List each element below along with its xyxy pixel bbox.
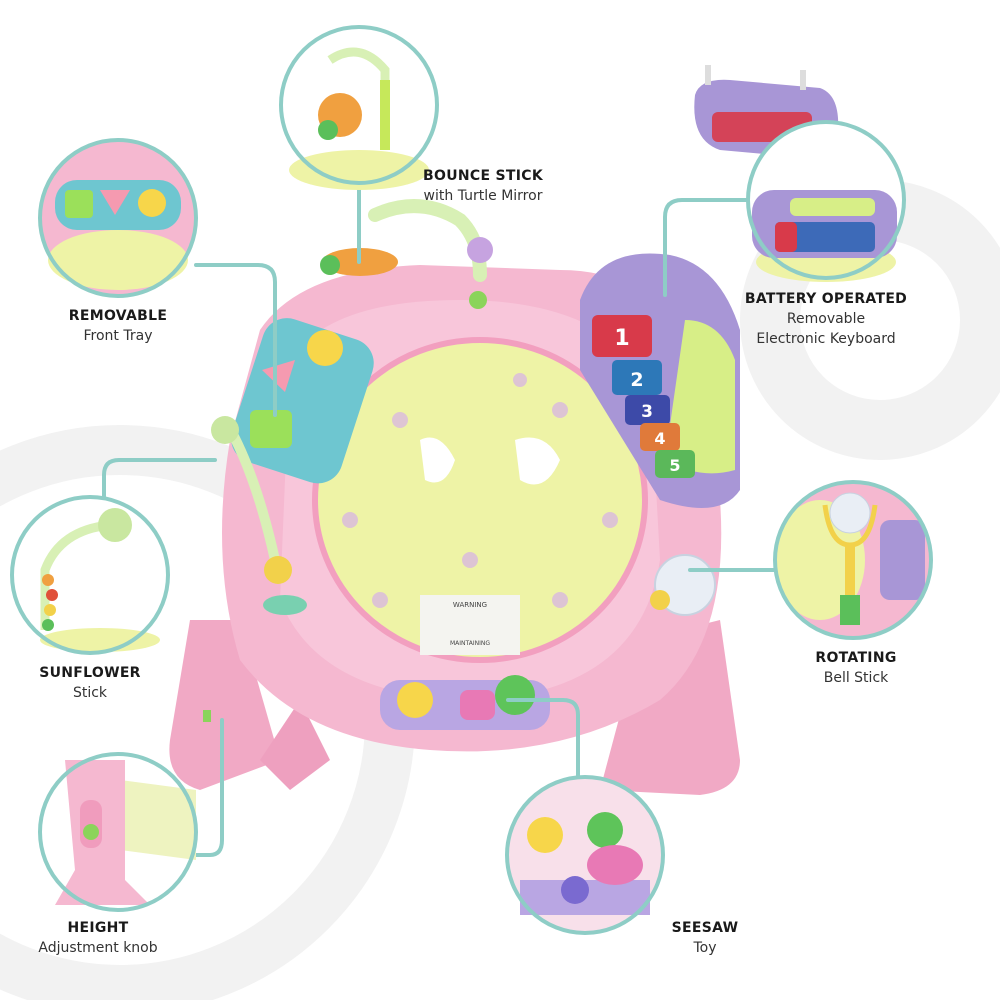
detail-circles	[10, 25, 933, 935]
rotating-bell-detail	[773, 480, 933, 640]
warning-text: WARNING	[453, 601, 487, 609]
keyboard-keys: 1 2 3 4 5	[592, 315, 695, 478]
callout-height: HEIGHT Adjustment knob	[38, 918, 157, 958]
key-3: 3	[641, 402, 653, 422]
height-knob-detail	[38, 752, 198, 912]
seesaw-detail	[505, 775, 665, 935]
callout-title: REMOVABLE	[68, 308, 168, 324]
callout-subtitle: with Turtle Mirror	[423, 188, 543, 204]
callout-sunflower: SUNFLOWER Stick	[39, 663, 141, 703]
front-tray-detail	[38, 138, 198, 298]
callout-title: ROTATING	[815, 650, 897, 666]
callout-front-tray: REMOVABLE Front Tray	[69, 306, 167, 346]
activity-walker: WARNING MAINTAINING 1 2 3 4 5	[169, 199, 740, 795]
keyboard-detail	[746, 120, 906, 282]
callout-title: BOUNCE STICK	[423, 168, 543, 184]
callout-subtitle: Front Tray	[83, 328, 153, 344]
key-2: 2	[630, 369, 643, 391]
callout-rotating-bell: ROTATING Bell Stick	[815, 648, 896, 688]
callout-subtitle: Stick	[72, 685, 108, 701]
key-5: 5	[669, 456, 680, 475]
callout-bounce-stick: BOUNCE STICK with Turtle Mirror	[423, 166, 543, 206]
callout-connectors	[102, 181, 777, 857]
callout-title: HEIGHT	[67, 920, 129, 936]
callout-seesaw: SEESAW Toy	[672, 918, 739, 958]
key-4: 4	[654, 429, 665, 448]
callout-subtitle-2: Electronic Keyboard	[756, 331, 896, 347]
maintaining-text: MAINTAINING	[450, 640, 490, 647]
callout-title: BATTERY OPERATED	[744, 291, 908, 307]
sunflower-detail	[10, 495, 170, 655]
callout-subtitle: Removable	[786, 311, 866, 327]
callout-title: SUNFLOWER	[39, 665, 141, 681]
bounce-stick-detail	[279, 25, 439, 190]
callout-keyboard: BATTERY OPERATED Removable Electronic Ke…	[745, 289, 907, 349]
callout-subtitle: Toy	[693, 940, 717, 956]
callout-subtitle: Bell Stick	[823, 670, 889, 686]
key-1: 1	[614, 326, 629, 351]
callout-subtitle: Adjustment knob	[38, 940, 158, 956]
callout-title: SEESAW	[671, 920, 739, 936]
warning-label	[420, 595, 520, 655]
